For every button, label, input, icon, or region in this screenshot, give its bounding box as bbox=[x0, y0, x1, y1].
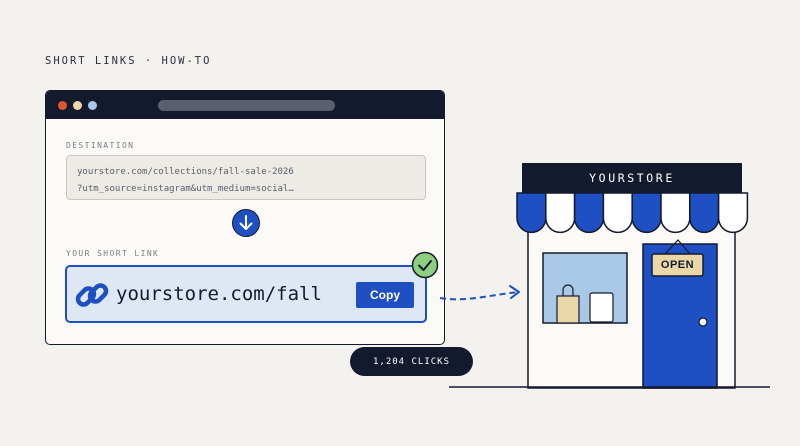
browser-titlebar bbox=[46, 91, 444, 119]
dashed-arrow-icon bbox=[439, 285, 520, 301]
browser-window: DESTINATION yourstore.com/collections/fa… bbox=[45, 90, 445, 345]
destination-url-field[interactable]: yourstore.com/collections/fall-sale-2026… bbox=[66, 155, 426, 200]
arrow-down-icon bbox=[232, 209, 260, 237]
clicks-badge: 1,204 CLICKS bbox=[350, 347, 473, 376]
destination-url-line-1: yourstore.com/collections/fall-sale-2026 bbox=[77, 167, 294, 177]
storefront-illustration bbox=[449, 163, 770, 389]
open-sign: OPEN bbox=[660, 259, 695, 271]
close-dot[interactable] bbox=[58, 101, 67, 110]
short-link-field[interactable]: yourstore.com/fall Copy bbox=[65, 265, 427, 323]
maximize-dot[interactable] bbox=[88, 101, 97, 110]
page-kicker: SHORT LINKS · HOW-TO bbox=[45, 55, 212, 67]
link-icon bbox=[75, 280, 109, 314]
destination-url-line-2: ?utm_source=instagram&utm_medium=social… bbox=[77, 184, 294, 194]
store-name: YOURSTORE bbox=[589, 171, 675, 185]
check-icon bbox=[411, 251, 439, 283]
short-link-url: yourstore.com/fall bbox=[116, 283, 322, 305]
address-bar[interactable] bbox=[158, 100, 335, 111]
short-link-label: YOUR SHORT LINK bbox=[66, 249, 160, 258]
minimize-dot[interactable] bbox=[73, 101, 82, 110]
copy-button[interactable]: Copy bbox=[356, 282, 414, 308]
destination-label: DESTINATION bbox=[66, 141, 135, 150]
